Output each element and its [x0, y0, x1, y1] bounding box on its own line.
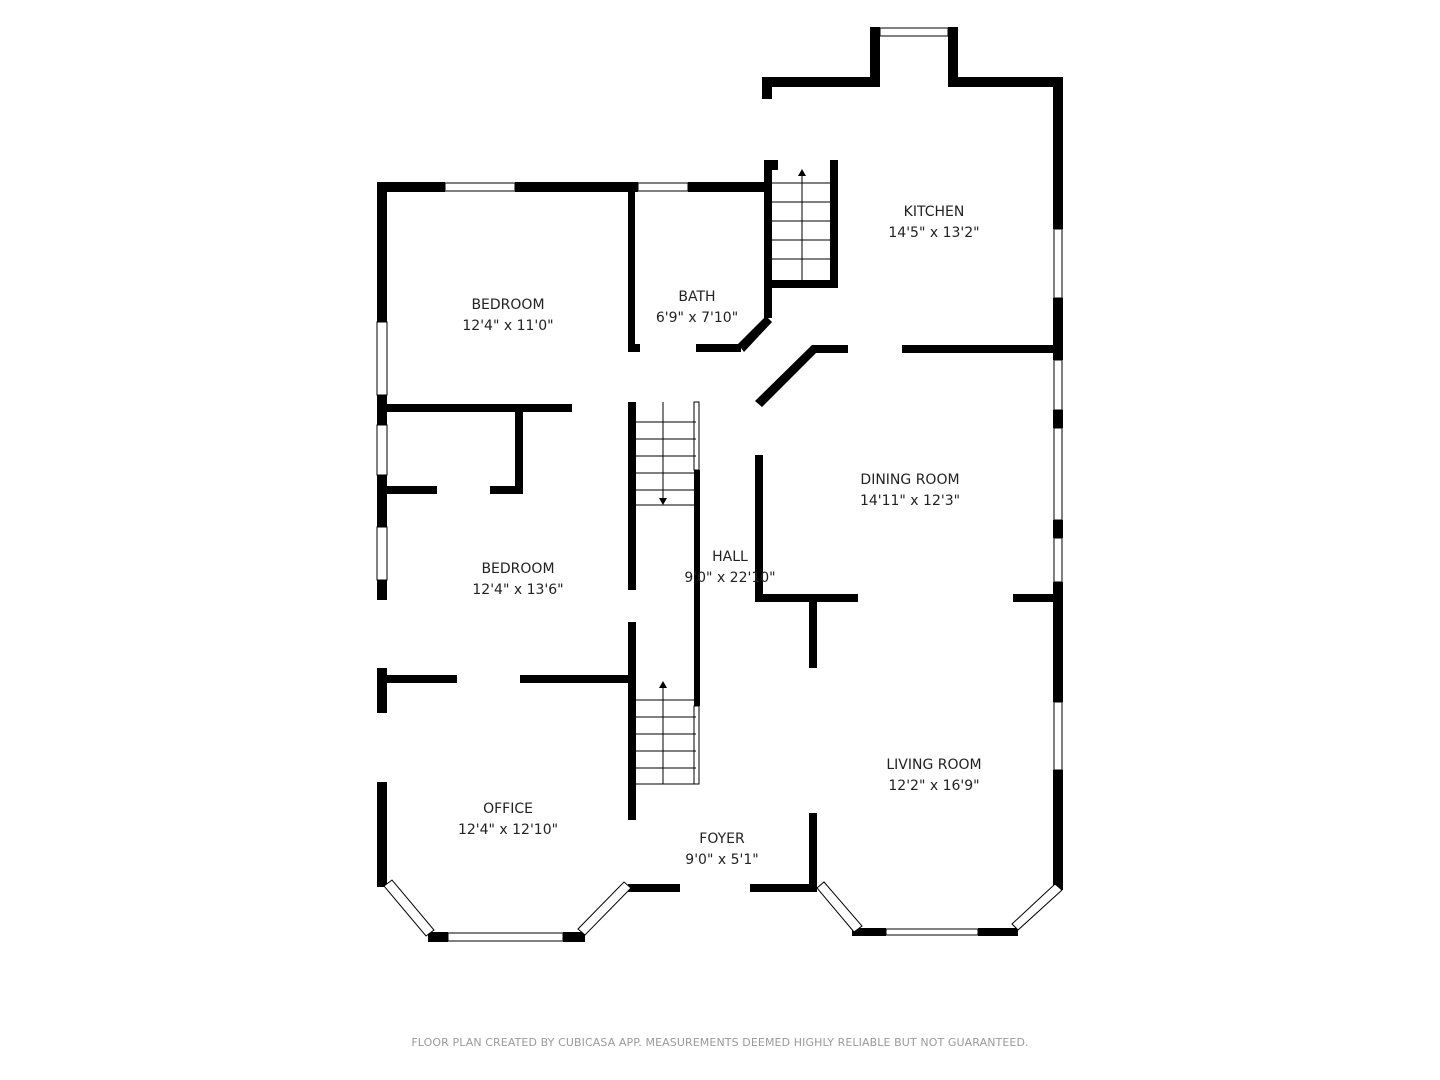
room-dimensions: 12'2" x 16'9"	[888, 778, 980, 794]
room-label-bath: BATH 6'9" x 7'10"	[656, 287, 738, 329]
room-dimensions: 9'0" x 5'1"	[685, 852, 759, 868]
room-label-bedroom-1: BEDROOM 12'4" x 11'0"	[462, 295, 553, 337]
room-label-office: OFFICE 12'4" x 12'10"	[458, 799, 558, 841]
stair-arrows	[659, 169, 806, 688]
room-name: KITCHEN	[903, 204, 965, 220]
room-label-dining-room: DINING ROOM 14'11" x 12'3"	[860, 470, 960, 512]
room-label-bedroom-2: BEDROOM 12'4" x 13'6"	[472, 559, 563, 601]
room-dimensions: 12'4" x 13'6"	[472, 582, 564, 598]
walls	[377, 27, 1063, 942]
room-label-hall: HALL 9'0" x 22'10"	[684, 547, 775, 589]
room-dimensions: 6'9" x 7'10"	[655, 310, 739, 326]
room-label-foyer: FOYER 9'0" x 5'1"	[685, 829, 758, 871]
room-dimensions: 14'11" x 12'3"	[859, 493, 961, 509]
room-dimensions: 14'5" x 13'2"	[888, 225, 980, 241]
stairs	[636, 175, 832, 785]
room-name: LIVING ROOM	[886, 757, 982, 773]
room-dimensions: 12'4" x 12'10"	[457, 822, 559, 838]
room-name: OFFICE	[483, 801, 533, 817]
room-label-kitchen: KITCHEN 14'5" x 13'2"	[888, 202, 979, 244]
room-name: BATH	[678, 289, 716, 305]
disclaimer-footer: FLOOR PLAN CREATED BY CUBICASA APP. MEAS…	[411, 1036, 1029, 1049]
room-dimensions: 12'4" x 11'0"	[462, 318, 554, 334]
room-name: BEDROOM	[481, 561, 555, 577]
room-label-living-room: LIVING ROOM 12'2" x 16'9"	[886, 755, 981, 797]
room-name: FOYER	[699, 831, 745, 847]
room-dimensions: 9'0" x 22'10"	[684, 570, 776, 586]
room-name: DINING ROOM	[860, 472, 960, 488]
room-name: BEDROOM	[471, 297, 545, 313]
room-name: HALL	[712, 549, 748, 565]
windows	[376, 27, 1063, 942]
